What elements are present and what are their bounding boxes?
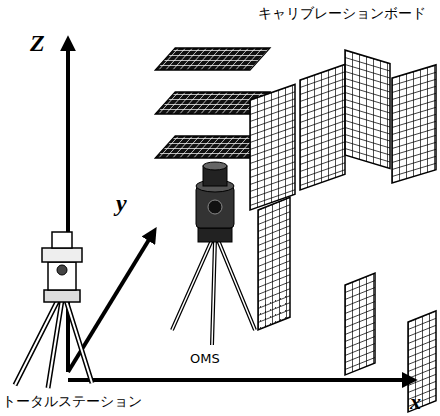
oms-device <box>172 162 255 345</box>
vertical-boards-upper <box>250 50 436 210</box>
axis-label: x <box>410 390 421 414</box>
device-label: OMS <box>190 352 220 366</box>
axis-label: y <box>116 190 127 216</box>
total-station <box>15 232 92 388</box>
coordinate-axes <box>68 48 405 380</box>
device-label: トータルステーション <box>2 394 142 409</box>
board-label: キャリブレーションボード <box>258 6 426 21</box>
axis-label: Z <box>30 30 45 56</box>
